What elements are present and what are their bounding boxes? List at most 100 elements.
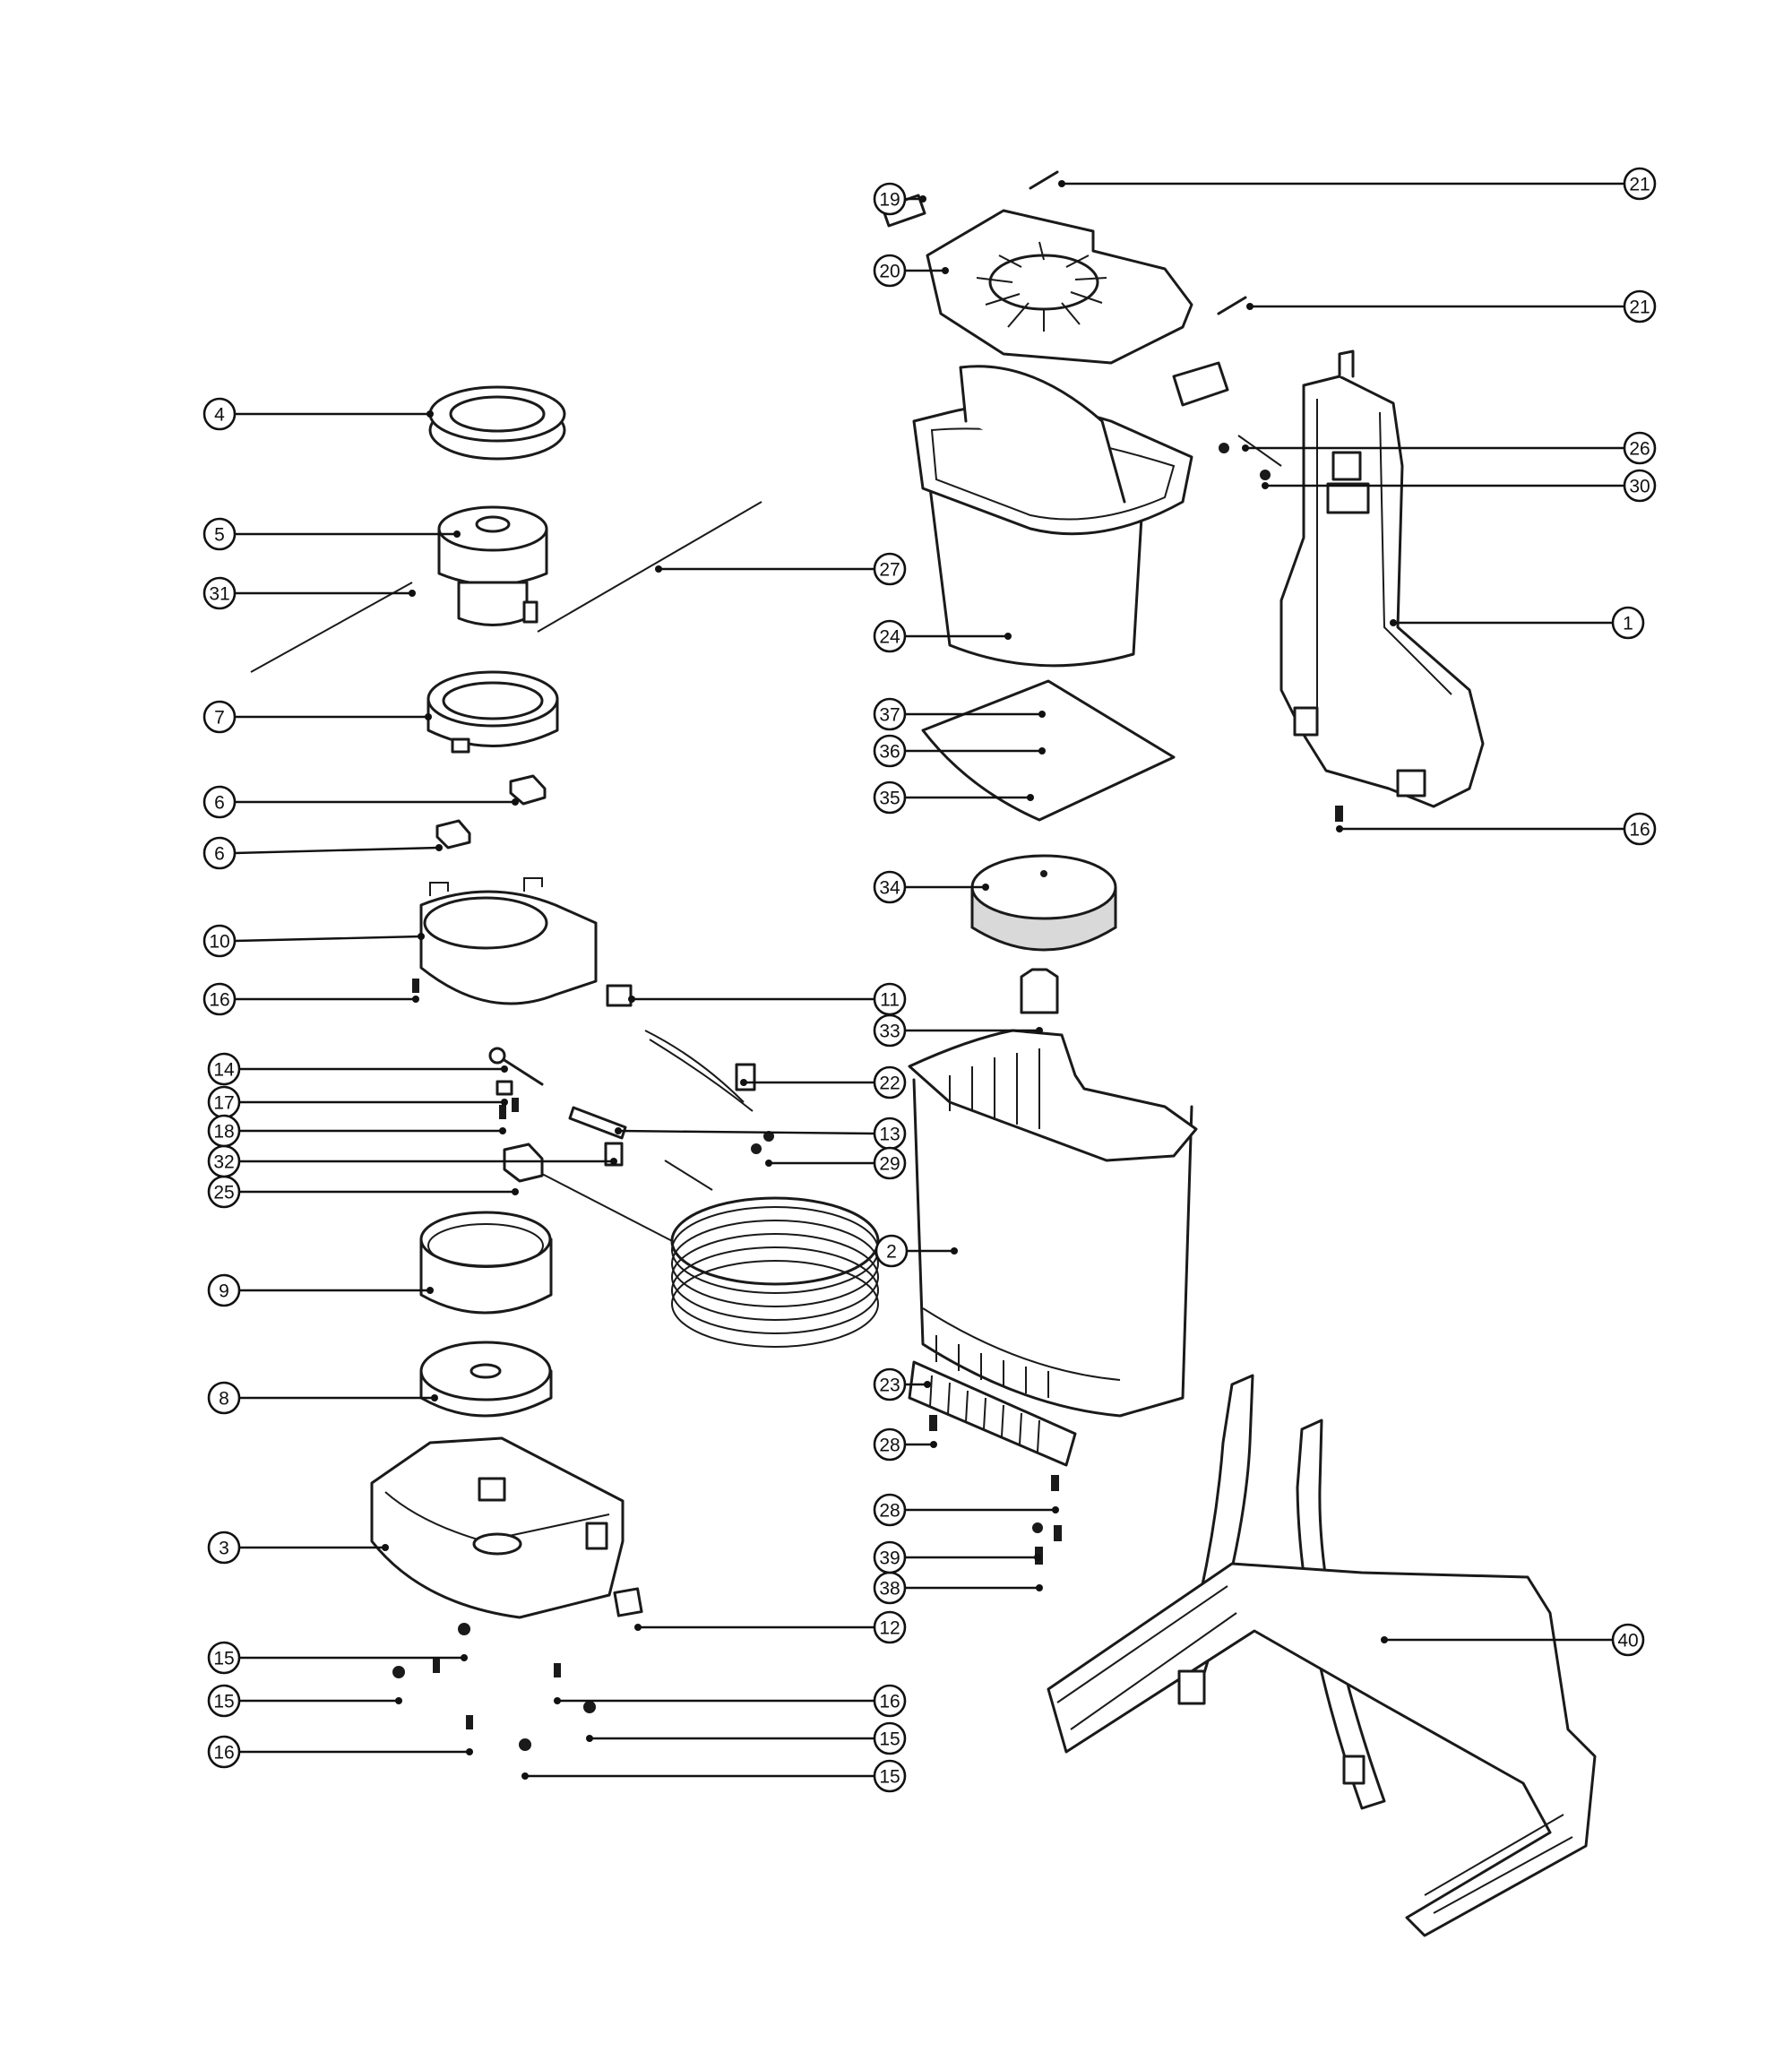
part-30-nut <box>1260 470 1271 480</box>
leader-dot <box>435 844 443 851</box>
callout-circle <box>1623 431 1657 465</box>
callout-circle <box>202 517 237 551</box>
leader-dot <box>1036 1027 1043 1034</box>
callout-19: 19 <box>873 182 926 216</box>
leader-dot <box>426 410 434 418</box>
callout-number: 29 <box>879 1154 900 1175</box>
callout-number: 24 <box>879 627 900 648</box>
part-drawings <box>250 170 1597 1937</box>
part-18-screw <box>499 1105 506 1119</box>
callout-number: 23 <box>879 1375 900 1396</box>
callout-number: 15 <box>213 1649 234 1669</box>
callout-circle <box>207 1381 241 1415</box>
callout-number: 6 <box>214 844 225 865</box>
callout-circle <box>873 780 907 815</box>
callout-circle <box>873 552 907 586</box>
leader-dot <box>1038 711 1046 718</box>
leader-dot <box>740 1079 747 1086</box>
leader-dot <box>461 1654 468 1661</box>
callout-number: 21 <box>1629 175 1650 195</box>
callout-number: 34 <box>879 878 900 899</box>
callout-15: 15 <box>521 1759 907 1793</box>
part-8-filter-disc <box>419 1341 553 1418</box>
callout-circle <box>202 397 237 431</box>
callout-25: 25 <box>207 1175 519 1209</box>
callout-37: 37 <box>873 697 1046 731</box>
leader-dot <box>1004 633 1012 640</box>
callout-number: 15 <box>879 1729 900 1750</box>
leader-dot <box>418 933 425 940</box>
callout-circle <box>873 734 907 768</box>
callout-circle <box>202 576 237 610</box>
callout-11: 11 <box>628 982 907 1016</box>
part-15-nut <box>458 1623 470 1635</box>
leader-dot <box>382 1544 389 1551</box>
leader-dot <box>1246 303 1254 310</box>
callout-number: 40 <box>1617 1631 1638 1651</box>
callout-7: 7 <box>202 700 432 734</box>
leader-dot <box>499 1127 506 1134</box>
part-16-screw <box>554 1663 561 1677</box>
callout-number: 16 <box>1629 820 1650 841</box>
callout-number: 18 <box>213 1122 234 1143</box>
callout-number: 16 <box>213 1743 234 1763</box>
leader-dot <box>951 1247 958 1255</box>
callout-6: 6 <box>202 785 519 819</box>
callout-17: 17 <box>207 1085 508 1119</box>
callout-circle <box>207 1684 241 1718</box>
leader-dot <box>924 1381 931 1388</box>
callout-number: 9 <box>219 1281 229 1302</box>
callout-circle <box>873 1759 907 1793</box>
callout-13: 13 <box>615 1117 907 1151</box>
callout-number: 39 <box>879 1548 900 1569</box>
callout-circle <box>873 1427 907 1462</box>
leader-dot <box>930 1441 937 1448</box>
part-5-motor <box>437 505 548 626</box>
callout-31: 31 <box>202 576 416 610</box>
callout-23: 23 <box>873 1367 931 1401</box>
callout-16: 16 <box>554 1684 907 1718</box>
leader-dot <box>521 1772 529 1780</box>
leader-dot <box>1058 180 1065 187</box>
leader-dot <box>1262 482 1269 489</box>
callout-circle <box>207 1144 241 1178</box>
part-35-plate <box>921 679 1176 822</box>
callout-number: 3 <box>219 1539 229 1559</box>
callout-circle <box>207 1641 241 1675</box>
callout-circle <box>1623 812 1657 846</box>
callouts: 1234566789101112131415151515161616161718… <box>202 167 1657 1793</box>
callout-number: 33 <box>879 1022 900 1042</box>
callout-number: 32 <box>213 1152 234 1173</box>
part-24-bucket <box>912 365 1193 668</box>
leader-dot <box>512 798 519 806</box>
leader-line <box>234 846 440 855</box>
callout-30: 30 <box>1262 469 1657 503</box>
callout-number: 11 <box>880 990 900 1011</box>
leader-dot <box>586 1735 593 1742</box>
leader-dot <box>1052 1506 1059 1513</box>
part-1-backrest-frame <box>1279 349 1485 808</box>
callout-number: 26 <box>1629 439 1650 460</box>
callout-39: 39 <box>873 1540 1041 1574</box>
callout-number: 25 <box>213 1183 234 1203</box>
leader-dot <box>1242 444 1249 452</box>
part-10-motor-mount <box>419 877 598 1005</box>
callout-circle <box>1623 167 1657 201</box>
callout-10: 10 <box>202 924 425 958</box>
part-28-screw <box>929 1415 937 1431</box>
leader-dot <box>426 1287 434 1294</box>
callout-3: 3 <box>207 1531 389 1565</box>
callout-circle <box>1611 1623 1645 1657</box>
callout-circle <box>202 836 237 870</box>
callout-circle <box>202 924 237 958</box>
callout-15: 15 <box>207 1641 468 1675</box>
part-26-screw <box>1237 435 1282 467</box>
callout-2: 2 <box>874 1234 958 1268</box>
callout-number: 27 <box>879 560 900 581</box>
part-13-latch <box>568 1106 627 1140</box>
leader-dot <box>628 996 635 1003</box>
callout-number: 6 <box>214 793 225 814</box>
callout-24: 24 <box>873 619 1012 653</box>
callout-20: 20 <box>873 254 949 288</box>
